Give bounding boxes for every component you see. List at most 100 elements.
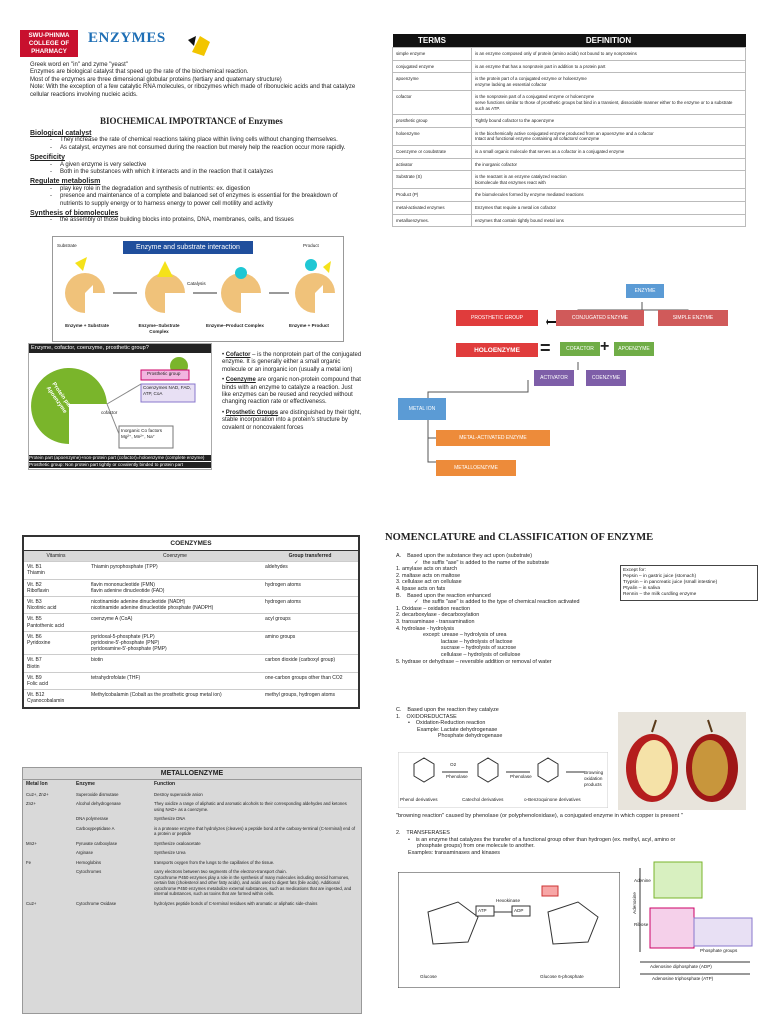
term-cell: Coenzyme or cosubstrate [392, 144, 472, 159]
cofactor-svg [31, 357, 196, 449]
enzyme-cell: Pyruvate carboxylase [76, 840, 118, 846]
text-line: A. Based upon the substance they act upo… [396, 553, 533, 559]
enzyme-cell: DNA polymerase [76, 816, 109, 821]
enzyme-cell: Alcohol dehydrogenase [76, 801, 121, 806]
metal-ion-cell: Cu2+ [26, 900, 37, 906]
map-metal-ion: METAL ION [398, 398, 446, 420]
function-cell: hydrolyzes peptide bonds of C-terminal r… [154, 900, 318, 906]
group-cell: one-carbon groups other than CO2 [262, 671, 359, 690]
definition-cell: Tightly bound cofactor to the apoenzyme [471, 114, 746, 128]
term-cell: apoenzyme [392, 72, 472, 92]
term-cell: prosthetic group [392, 114, 472, 128]
plus-sign: + [600, 338, 610, 355]
section-heading: Specificity [30, 154, 66, 162]
definition-cell: is the protein part of a conjugated enzy… [471, 72, 746, 92]
page-title: ENZYMES [88, 30, 166, 46]
coenzyme-cell: Methylcobalamin (Cobalt as the prostheti… [88, 689, 262, 708]
group-cell: acyl groups [262, 613, 359, 632]
cofactor-notes: • Cofactor – is the nonprotein part of t… [222, 352, 362, 432]
map-activator: ACTIVATOR [534, 370, 574, 386]
text-line: lactase – hydrolysis of lactose [396, 638, 513, 645]
text-line: Examples: transaminases and kinases [396, 849, 500, 856]
vitamin-cell: Vit. B7 Biotin [23, 654, 88, 673]
term-cell: Substrate (S) [392, 170, 472, 190]
transferase-block: 2. TRANSFERASES • is an enzyme that cata… [396, 830, 675, 856]
phenolase-reaction-figure [398, 752, 608, 808]
section-heading: Regulate metabolism [30, 178, 101, 186]
text-line: 3. transaminase - transamination [396, 618, 475, 625]
stage-3 [221, 267, 261, 313]
text-line: 3. cellulase act on cellulase [396, 579, 462, 586]
text-line: Phosphate dehydrogenase [396, 733, 503, 740]
coenzymes-label: Coenzymes NAD, FAD, ATP, CoA [143, 385, 191, 396]
prosthetic-label: Prosthetic group [147, 371, 181, 376]
college-logo: SWU-PHINMA COLLEGE OF PHARMACY [20, 30, 78, 57]
note-text: are distinguished by their tight, stable… [222, 409, 362, 431]
note-item: • Prosthetic Groups are distinguished by… [222, 409, 362, 431]
note-text: – is the nonprotein part of the conjugat… [222, 352, 362, 373]
terms-header: DEFINITION [471, 34, 746, 48]
coenzyme-cell: biotin [88, 654, 262, 673]
function-cell: Synthesize Urea [154, 850, 186, 855]
logo-line: COLLEGE OF [28, 40, 70, 47]
catalysis-label: Catalysis [187, 281, 206, 286]
intro-line: cellular reactions involving nucleic aci… [30, 91, 138, 98]
stage-4 [295, 259, 335, 313]
coenzyme-cell: nicotinamide adenine dinucleotide (NADH)… [88, 596, 262, 614]
stage-caption: Enzyme + Substrate [65, 323, 109, 328]
metal-ion-cell: Cu2+, Zn2+ [26, 791, 49, 797]
table-row: Cu2+ Cytochrome Oxidase hydrolyzes peptide… [23, 899, 361, 909]
list-item: play key role in the degradation and syn… [30, 186, 380, 194]
function-cell: is a protease enzyme that hydrolyzes (cl… [154, 825, 356, 837]
metal-ion-cell [23, 867, 73, 899]
figure-footer: Protein part (apoenzyme)+non-protein par… [29, 455, 211, 461]
text-line: • Oxidation-Reduction reaction [396, 720, 486, 727]
intro-line: Enzymes are biological catalyst that spe… [30, 69, 249, 76]
metalloenzyme-panel: METALLOENZYME Metal Ion Enzyme Function … [22, 767, 362, 1014]
equals-sign: = [540, 338, 551, 358]
group-cell: amino groups [262, 630, 359, 655]
term-cell: cofactor [392, 90, 472, 116]
definition-cell: is the biochemically active conjugated e… [471, 126, 746, 146]
apple-photo [618, 712, 746, 810]
enzyme-cell: Arginase [76, 850, 93, 855]
stage-caption: Enzyme–Product Complex [206, 323, 264, 328]
atp-label: Phosphate groups [700, 948, 738, 953]
map-conjugated: CONJUGATED ENZYME [556, 310, 644, 326]
logo-line: PHARMACY [31, 48, 67, 55]
text-line: 1. Oxidase – oxidation reaction [396, 605, 471, 612]
function-cell: carry electrons between two segments of … [154, 869, 352, 896]
terms-header: TERMS [392, 34, 472, 48]
except-line: Except for: [623, 568, 646, 573]
reaction-label: Catechol derivatives [462, 797, 504, 802]
metal-ion-cell: Mn2+ [26, 840, 37, 846]
atp-structure-figure [639, 861, 753, 975]
vitamin-cell: Vit. B5 Pantothenic acid [23, 613, 88, 632]
function-cell: Destroy superoxide anion [154, 791, 203, 797]
function-cell: They oxidize a range of aliphatic and ar… [154, 801, 347, 812]
vitamin-cell: Vit. B3 Nicotinic acid [23, 596, 88, 614]
text-line: 5. hydrase or dehydrase – reversible add… [396, 658, 552, 665]
intro-line: Greek word en "in" and zyme "yeast" [30, 62, 128, 68]
logo-line: SWU-PHINMA [28, 32, 70, 39]
section-heading: Biological catalyst [30, 130, 92, 137]
definition-cell: is an enzyme that has a nonprotein part … [471, 59, 746, 74]
group-cell: carbon dioxide (carboxyl group) [262, 654, 359, 673]
text-line: • is an enzyme that catalyzes the transf… [396, 836, 676, 843]
enzyme-cell: Cytochrome Oxidase [76, 900, 117, 906]
reaction-label: Browning oxidation products [584, 770, 604, 787]
text-line: 2. maltase acts on maltose [396, 572, 461, 579]
definition-cell: enzymes that contain tightly bound metal… [471, 213, 746, 228]
metal-ion-cell [23, 814, 73, 824]
note-item: • Cofactor – is the nonprotein part of t… [222, 352, 362, 373]
coenzymes-header: Group transferred [262, 549, 359, 562]
metalloenzyme-table: Metal Ion Enzyme Function Cu2+, Zn2+Supe… [23, 780, 361, 908]
